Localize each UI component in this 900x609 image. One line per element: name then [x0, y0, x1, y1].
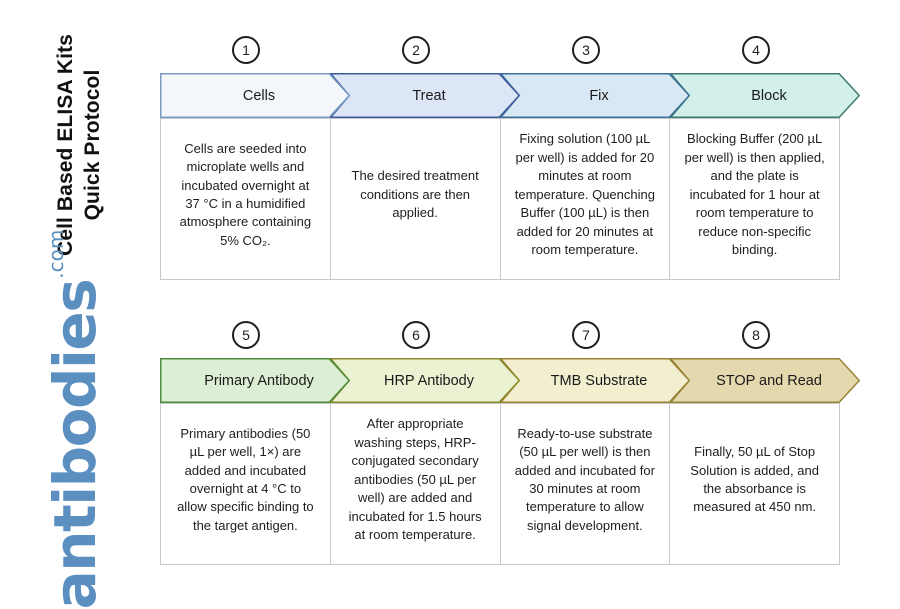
flow-step-label-4: Block [751, 87, 787, 104]
step-number-badge-2: 2 [402, 36, 430, 64]
step-description-text: Finally, 50 µL of Stop Solution is added… [690, 444, 819, 515]
step-description-1: Cells are seeded into microplate wells a… [161, 119, 331, 279]
step-description-text: Fixing solution (100 µL per well) is add… [514, 131, 655, 258]
step-number-badge-7: 7 [572, 321, 600, 349]
flow-step-7[interactable]: TMB Substrate [500, 358, 690, 403]
step-description-text: Primary antibodies (50 µL per well, 1×) … [177, 425, 314, 533]
flow-step-label-5: Primary Antibody [204, 372, 314, 389]
step-description-text: The desired treatment conditions are the… [351, 168, 479, 221]
flow-step-label-7: TMB Substrate [550, 372, 648, 389]
step-number-badge-6: 6 [402, 321, 430, 349]
flow-step-2[interactable]: Treat [330, 73, 520, 118]
step-number-badge-8: 8 [742, 321, 770, 349]
flow-step-3[interactable]: Fix [500, 73, 690, 118]
chevron-shape [160, 73, 350, 118]
step-description-7: Ready-to-use substrate (50 µL per well) … [501, 404, 671, 564]
step-description-text: Ready-to-use substrate (50 µL per well) … [514, 425, 655, 533]
step-number-strip-2: 5 6 7 8 [160, 315, 840, 358]
page-title-line-1: Cell Based ELISA Kits [54, 34, 78, 256]
flow-step-5[interactable]: Primary Antibody [160, 358, 350, 403]
step-description-text: Cells are seeded into microplate wells a… [179, 140, 312, 248]
flow-step-label-3: Fix [589, 87, 609, 104]
brand-name: antibodies [41, 279, 109, 609]
chevron-strip-1: Cells Treat Fix Block [160, 73, 860, 118]
flow-step-8[interactable]: STOP and Read [670, 358, 860, 403]
chevron-strip-2: Primary Antibody HRP Antibody TMB Substrat… [160, 358, 860, 403]
brand-tld: .com [43, 229, 68, 279]
flow-step-1[interactable]: Cells [160, 73, 350, 118]
step-description-5: Primary antibodies (50 µL per well, 1×) … [161, 404, 331, 564]
protocol-flow-row-2: 5 6 7 8 Primary Antibody HRP Antibody TMB Sub… [160, 315, 860, 565]
antibodies-logo: antibodies.com [0, 230, 155, 609]
step-number-badge-1: 1 [232, 36, 260, 64]
step-description-3: Fixing solution (100 µL per well) is add… [501, 119, 671, 279]
step-description-4: Blocking Buffer (200 µL per well) is the… [670, 119, 839, 279]
flow-step-4[interactable]: Block [670, 73, 860, 118]
flow-step-label-2: Treat [412, 87, 446, 104]
step-number-strip-1: 1 2 3 4 [160, 30, 840, 73]
chevron-shape [160, 358, 350, 403]
step-description-2: The desired treatment conditions are the… [331, 119, 501, 279]
step-number-badge-4: 4 [742, 36, 770, 64]
flow-step-label-8: STOP and Read [716, 372, 822, 389]
description-strip-1: Cells are seeded into microplate wells a… [160, 118, 840, 280]
step-description-8: Finally, 50 µL of Stop Solution is added… [670, 404, 839, 564]
flow-step-6[interactable]: HRP Antibody [330, 358, 520, 403]
protocol-flow-row-1: 1 2 3 4 Cells Treat Fix Block Cells are seeded… [160, 30, 860, 280]
step-description-text: Blocking Buffer (200 µL per well) is the… [684, 131, 825, 258]
step-description-text: After appropriate washing steps, HRP-con… [348, 416, 482, 543]
page-title-line-2: Quick Protocol [81, 69, 104, 221]
step-number-badge-3: 3 [572, 36, 600, 64]
step-number-badge-5: 5 [232, 321, 260, 349]
flow-step-label-1: Cells [242, 87, 276, 104]
step-description-6: After appropriate washing steps, HRP-con… [331, 404, 501, 564]
flow-step-label-6: HRP Antibody [383, 372, 474, 389]
description-strip-2: Primary antibodies (50 µL per well, 1×) … [160, 403, 840, 565]
